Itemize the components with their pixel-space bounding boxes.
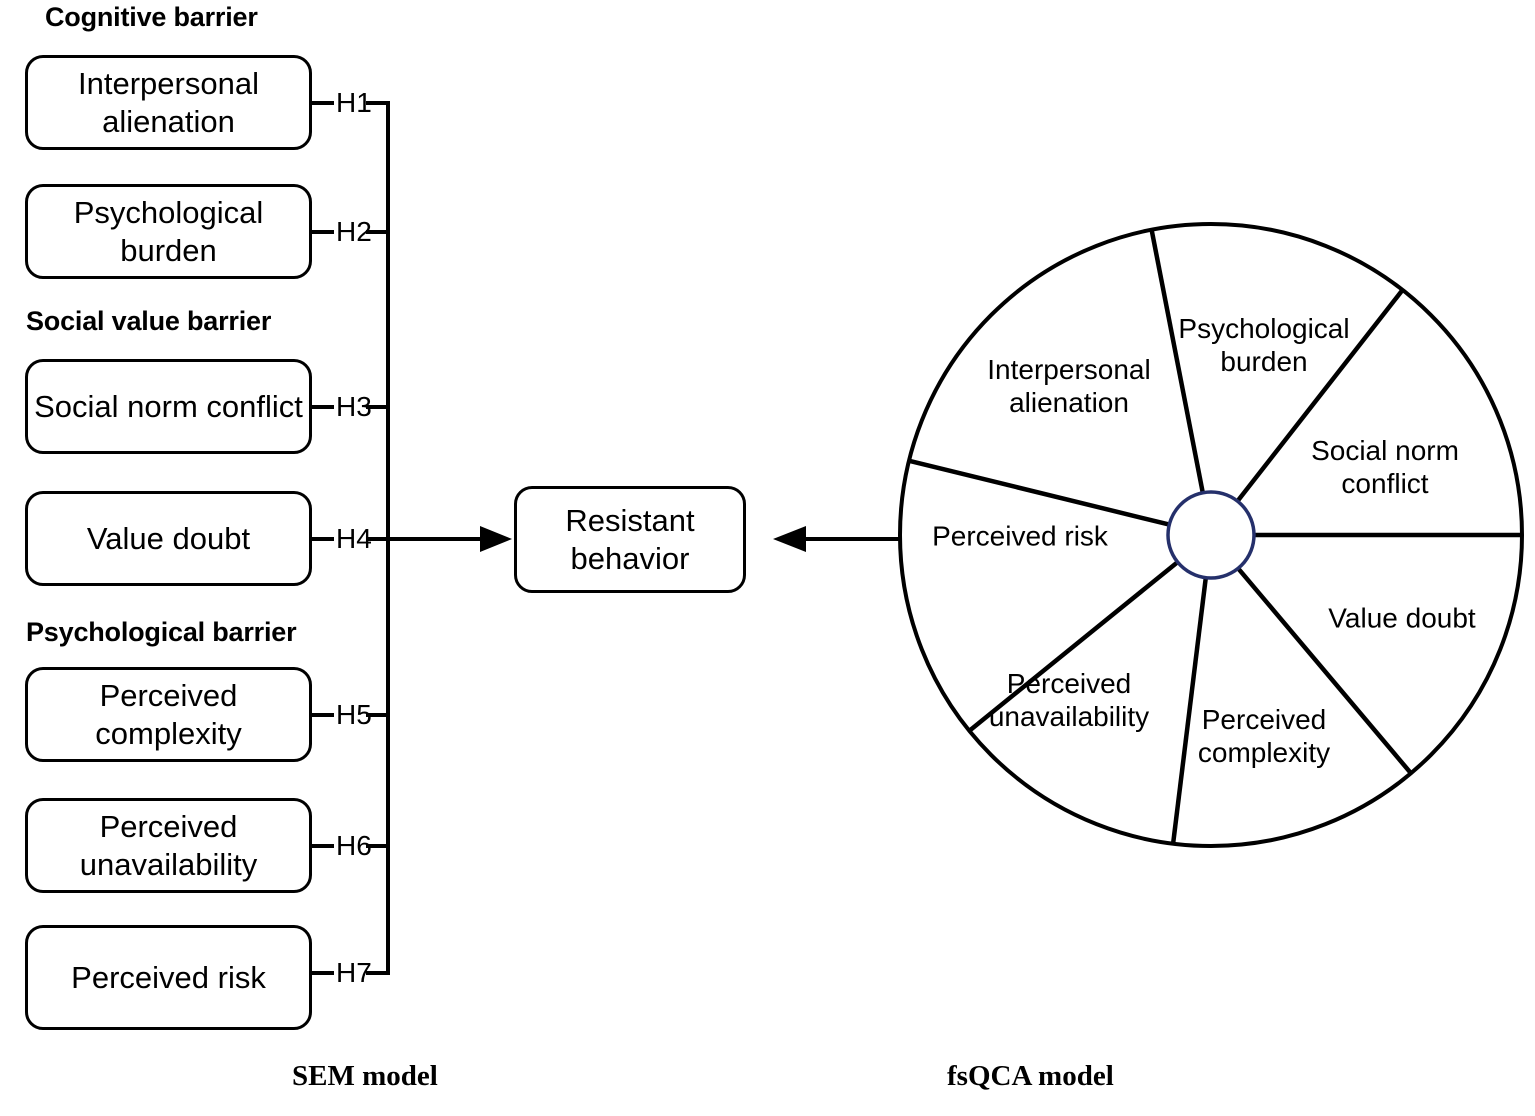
wheel-label-text: Value doubt: [1328, 602, 1476, 634]
construct-box-psychological-burden[interactable]: Psychological burden: [25, 184, 312, 279]
wheel-label-value-doubt: Value doubt: [1328, 602, 1475, 635]
construct-box-perceived-risk[interactable]: Perceived risk: [25, 925, 312, 1030]
wheel-label-perceived-risk: Perceived risk: [932, 520, 1108, 553]
outcome-label: Resistant behavior: [565, 502, 695, 576]
caption-sem-model: SEM model: [292, 1060, 438, 1092]
construct-box-interpersonal-alienation[interactable]: Interpersonal alienation: [25, 55, 312, 150]
hypothesis-label-h7: H7: [336, 957, 372, 988]
group-heading-psychological-barrier: Psychological barrier: [26, 617, 297, 647]
wheel-label-text: Perceived risk: [932, 520, 1108, 552]
construct-label: Perceived unavailability: [79, 808, 258, 882]
construct-label: Value doubt: [86, 520, 251, 556]
construct-box-perceived-complexity[interactable]: Perceived complexity: [25, 667, 312, 762]
caption-fsqca-model: fsQCA model: [947, 1060, 1114, 1092]
group-heading-social-value-barrier: Social value barrier: [26, 306, 272, 336]
wheel-hub-circle: [1166, 490, 1256, 580]
construct-box-social-norm-conflict[interactable]: Social norm conflict: [25, 359, 312, 454]
hypothesis-label-h5: H5: [336, 699, 372, 730]
construct-box-value-doubt[interactable]: Value doubt: [25, 491, 312, 586]
construct-label: Perceived risk: [71, 959, 266, 995]
construct-label: Interpersonal alienation: [78, 65, 259, 139]
arrowhead-to-outcome-left: [480, 526, 512, 552]
hypothesis-label-h3: H3: [336, 391, 372, 422]
hypothesis-label-h2: H2: [336, 216, 372, 247]
hypothesis-label-h6: H6: [336, 830, 372, 861]
wheel-spoke-3-upper-left: [908, 458, 1170, 527]
arrowhead-to-outcome-right: [773, 526, 806, 552]
construct-label: Social norm conflict: [34, 388, 303, 424]
hypothesis-label-h1: H1: [336, 87, 372, 118]
hypothesis-label-h4: H4: [336, 523, 372, 554]
construct-label: Psychological burden: [73, 194, 264, 268]
group-heading-cognitive-barrier: Cognitive barrier: [45, 2, 258, 32]
outcome-box-resistant-behavior[interactable]: Resistant behavior: [514, 486, 746, 593]
construct-box-perceived-unavailability[interactable]: Perceived unavailability: [25, 798, 312, 893]
construct-label: Perceived complexity: [95, 677, 242, 751]
